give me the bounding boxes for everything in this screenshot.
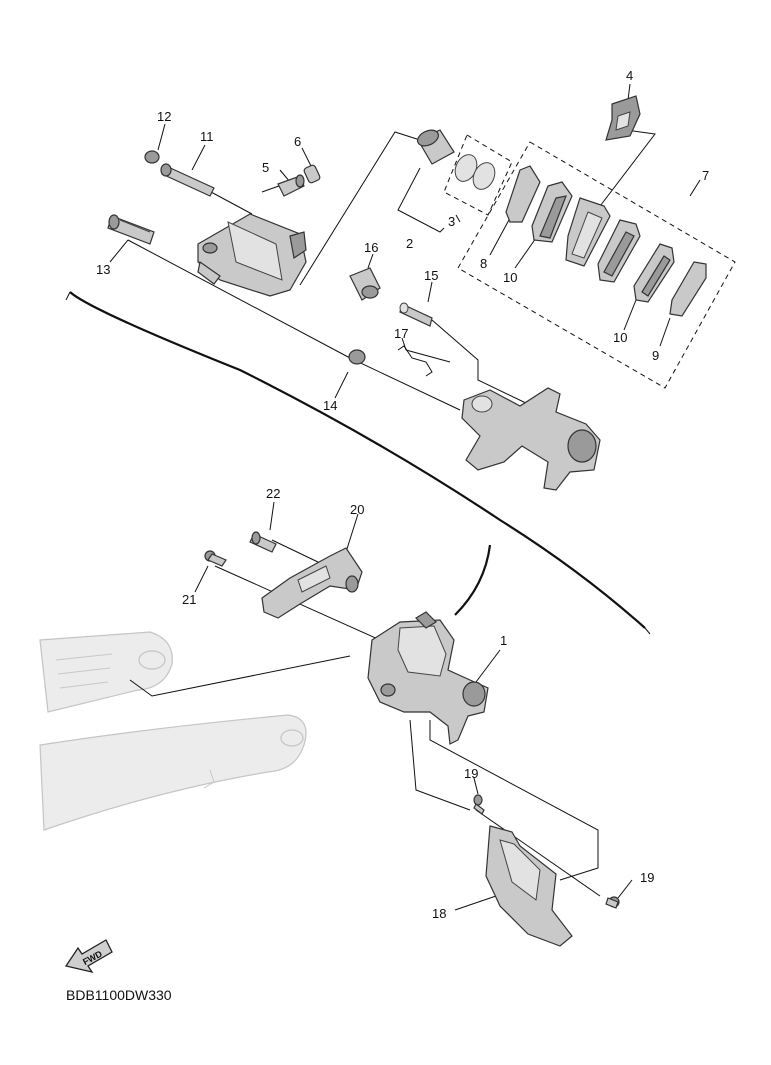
upper-caliper-assembly: [107, 95, 707, 491]
guard-bolt-lower-part: [605, 896, 620, 909]
callout-6: 6: [294, 134, 301, 149]
callout-13: 13: [96, 262, 110, 277]
callout-15: 15: [424, 268, 438, 283]
callout-1: 1: [500, 633, 507, 648]
callout-3: 3: [448, 214, 455, 229]
callout-7: 7: [702, 168, 709, 183]
guard-bolt-part: [473, 794, 485, 815]
callout-21: 21: [182, 592, 196, 607]
group-separator: [65, 291, 651, 635]
callout-19a: 19: [464, 766, 478, 781]
callout-18: 18: [432, 906, 446, 921]
callout-22: 22: [266, 486, 280, 501]
piston-seals-part: [454, 154, 496, 190]
slide-pin-bolt-part: [107, 214, 155, 245]
boot-part: [349, 267, 381, 301]
pad-shim-outer-part: [669, 261, 707, 317]
callout-14: 14: [323, 398, 337, 413]
bleed-cap-part: [303, 164, 321, 184]
pad-spring-part: [605, 95, 641, 141]
callout-2: 2: [406, 236, 413, 251]
caliper-bracket-part: [461, 387, 601, 491]
callout-10b: 10: [613, 330, 627, 345]
piston-part: [417, 129, 455, 165]
callout-17: 17: [394, 326, 408, 341]
lower-caliper-assembly: [204, 531, 620, 947]
callout-16: 16: [364, 240, 378, 255]
rear-caliper-assembly-part: [367, 611, 489, 745]
diagram-code: BDB1100DW330: [66, 987, 172, 1003]
callout-8: 8: [480, 256, 487, 271]
callout-19b: 19: [640, 870, 654, 885]
brake-pads-part: [531, 181, 675, 303]
pad-pin-part: [160, 163, 215, 197]
pad-shim-part: [505, 165, 541, 223]
callout-11: 11: [200, 129, 214, 144]
caliper-body-part: [197, 213, 307, 297]
swingarm-ghost: [39, 631, 307, 831]
callout-4: 4: [626, 68, 633, 83]
pad-kit-box: [457, 141, 736, 389]
fwd-arrow-icon: FWD: [64, 939, 113, 974]
callout-5: 5: [262, 160, 269, 175]
callout-12: 12: [157, 109, 171, 124]
callout-20: 20: [350, 502, 364, 517]
mount-bolt-part: [204, 550, 227, 567]
callout-labels: 1 2 3 4 5 6 7 8 9 10 10 11 12 13 14 15 1…: [96, 68, 709, 921]
seal-kit-box: [443, 134, 513, 216]
caliper-guard-part: [485, 825, 573, 947]
bracket-bolt-part: [249, 531, 277, 553]
callout-10a: 10: [503, 270, 517, 285]
retaining-clip-part: [397, 345, 433, 377]
boot-nut-part: [348, 349, 366, 365]
pad-pin-bolt-part: [399, 302, 433, 327]
bleeder-cap-part: [144, 150, 160, 164]
guard-bracket-part: [261, 547, 363, 619]
bleed-screw-part: [277, 174, 305, 197]
callout-9: 9: [652, 348, 659, 363]
